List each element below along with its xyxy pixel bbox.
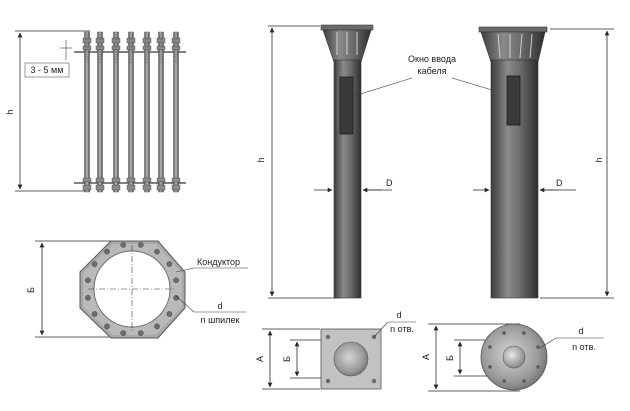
anchor-rod [95,31,105,193]
anchor-rod [156,31,166,193]
studs-callout: d n шпилек [175,295,246,325]
round-holes-count-label: n отв. [572,342,596,352]
anchor-rod [111,31,121,193]
round-hole [522,379,526,383]
pipe-left-height-dimension: h [256,25,340,299]
pipe-right-diameter-dimension: D [473,178,576,193]
pipe-right-diameter-label: D [556,178,563,188]
round-hole [488,345,492,349]
cable-window-callout: Окно ввода кабеля [353,54,513,97]
stud-hole [85,294,91,301]
round-plate-pipe-section [502,345,526,369]
pipe-right-height-label: h [594,157,604,162]
conductor-plate-view: Б Кондуктор d n шпилек [26,240,248,339]
round-flange-view: А Б d n отв. [421,323,604,392]
pipe-right-height-dimension: h [540,28,614,299]
square-hole-diameter-label: d [396,310,401,320]
stud-hole [166,311,173,317]
round-inner-label: Б [445,355,455,361]
round-hole [502,331,506,335]
pipe-right-gussets [480,31,546,63]
square-inner-label: Б [282,356,292,362]
square-hole [325,334,331,340]
height-label: h [5,109,15,114]
pipe-left-diameter-dimension: D [314,178,393,193]
round-plate-holes [488,331,540,383]
stud-hole [173,294,179,301]
anchor-bolts-view: h 3 - 5 мм [5,30,186,193]
stud-hole [91,261,98,267]
conductor-callout: Кондуктор [175,257,248,273]
anchor-rods [82,31,181,193]
cable-window-left [339,76,354,135]
square-hole [325,378,331,384]
stud-hole [120,330,126,336]
square-holes-count-label: n отв. [390,324,414,334]
cable-window-label-line2: кабеля [417,66,446,76]
round-holes-callout: d n отв. [539,326,604,352]
stud-hole [173,277,179,284]
round-hole [502,379,506,383]
square-outer-label: А [255,356,265,362]
studs-count-label: n шпилек [201,315,240,325]
round-hole [536,345,540,349]
anchor-rod [126,31,136,193]
round-outer-dimension: А [421,323,520,392]
square-plate-pipe-section [333,341,369,377]
stud-hole [137,330,144,336]
protrusion-dimension: 3 - 5 мм [24,40,72,78]
stud-hole [104,323,110,330]
stud-hole [91,311,98,317]
pipe-left-diameter-label: D [386,178,393,188]
round-hole [522,331,526,335]
stud-hole [120,242,126,248]
conductor-label: Кондуктор [197,257,240,267]
pipe-right-flange [478,26,548,33]
stud-hole [85,277,91,284]
pipe-left-height-label: h [256,157,266,162]
cable-window-right [506,75,521,126]
stud-hole [166,261,173,267]
anchor-rod [82,31,92,193]
round-hole [488,365,492,369]
stud-diameter-label: d [217,301,222,311]
stud-hole [154,248,160,255]
stud-hole [154,323,160,330]
round-outer-label: А [421,354,431,360]
pipe-left-flange [320,24,374,31]
stud-hole [137,242,144,248]
round-hole [536,365,540,369]
square-hole [371,378,377,384]
stud-hole [104,248,110,255]
protrusion-label: 3 - 5 мм [31,65,64,75]
plate-stud-holes [85,242,179,336]
protrusion-label-box [24,62,70,78]
anchor-rod [171,31,181,193]
anchor-rod [142,31,152,193]
pipe-with-cable-window-view: h Окно ввода кабеля D [256,24,513,299]
cable-window-label-line1: Окно ввода [408,54,456,64]
square-outer-dimension: А [255,328,320,390]
plate-width-label: Б [26,287,36,293]
square-flange-view: А Б d n отв. [255,310,416,390]
square-holes-callout: d n отв. [373,310,416,338]
pipe-right-view: h D [473,26,614,299]
round-hole-diameter-label: d [578,326,583,336]
height-dimension: h [5,30,90,192]
